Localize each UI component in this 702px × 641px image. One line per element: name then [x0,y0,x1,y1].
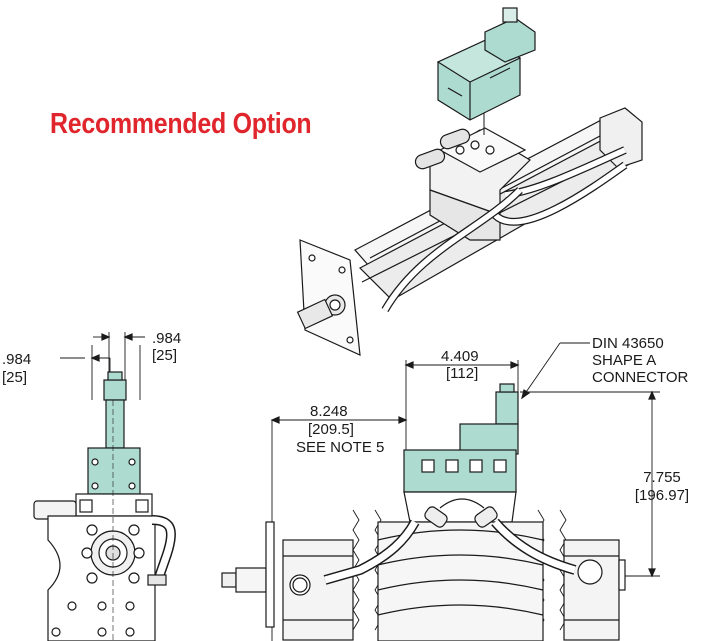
muffler-icon [414,128,471,170]
dim-stroke-offset-inch: 8.248 [310,403,348,420]
dim-side-right-mm: [25] [152,347,177,364]
dim-valve-width-inch: 4.409 [441,348,479,365]
solenoid-valve-icon [436,7,536,121]
connector-callout-line-2: SHAPE A [592,352,656,369]
dim-side-right-inch: .984 [152,330,181,347]
dim-stroke-offset-mm: [209.5] [308,421,354,438]
dim-stroke-offset-note: SEE NOTE 5 [296,439,384,456]
dim-side-left-inch: .984 [2,351,31,368]
connector-callout-line-1: DIN 43650 [592,335,664,352]
dim-side-left-mm: [25] [2,369,27,386]
recommended-option-heading: Recommended Option [50,108,312,140]
connector-callout-line-3: CONNECTOR [592,369,689,386]
dim-valve-width-mm: [112] [446,365,478,382]
dim-height-mm: [196.97] [635,487,689,504]
side-view [33,332,176,641]
front-view [221,342,660,641]
isometric-assembly [296,7,643,356]
dim-height-inch: 7.755 [643,469,681,486]
